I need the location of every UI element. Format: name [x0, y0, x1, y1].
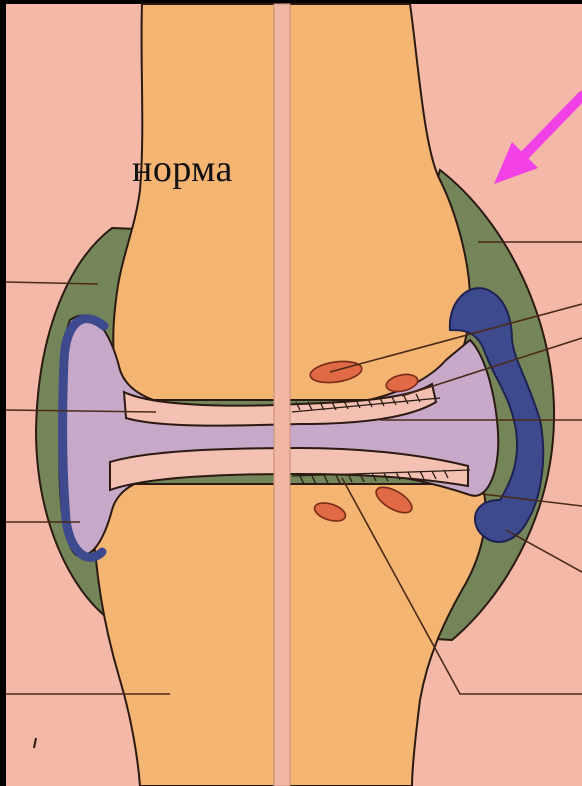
femur-bone: [113, 4, 470, 400]
normal-side-label: норма: [132, 150, 233, 188]
center-divider: [274, 4, 290, 786]
